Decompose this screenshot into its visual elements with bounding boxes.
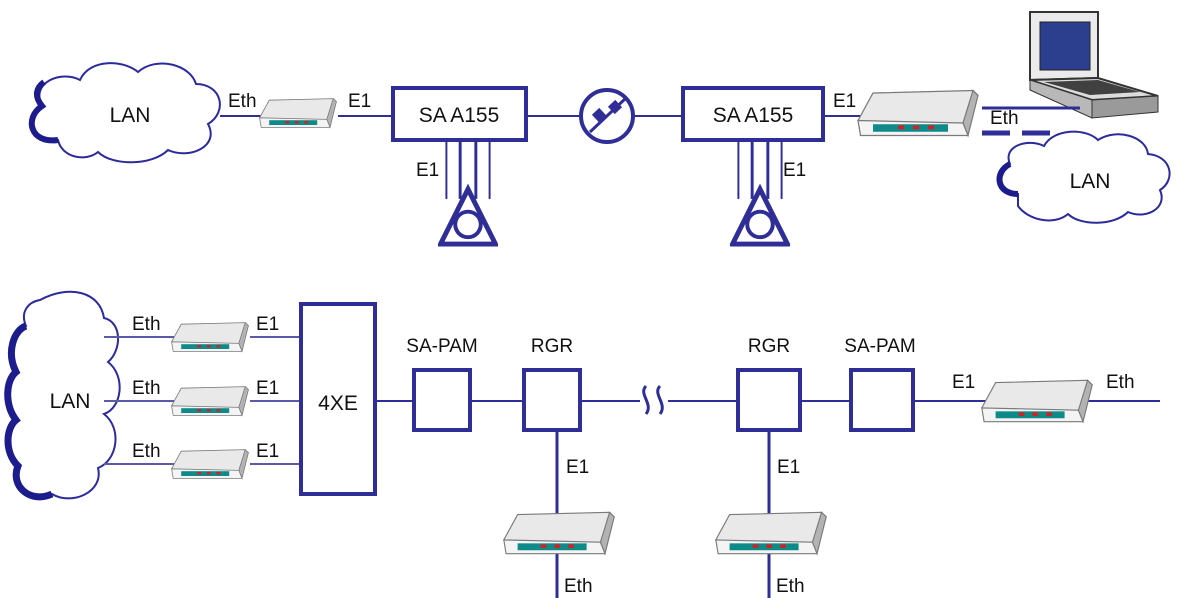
branch: Eth E1 <box>104 314 301 352</box>
sapam-label: SA-PAM <box>406 336 477 357</box>
mux-box-left <box>391 86 528 142</box>
lan-label: LAN <box>50 390 91 413</box>
eth-label: Eth <box>132 441 161 462</box>
eth-label: Eth <box>564 576 593 597</box>
rgr-box-right <box>736 368 802 432</box>
mux-label: SA A155 <box>713 104 794 127</box>
eth-label: Eth <box>990 108 1019 129</box>
mux-4xe-box <box>299 302 377 496</box>
ethernet-e1-converter-icon <box>503 511 615 555</box>
eth-label: Eth <box>132 314 161 335</box>
ethernet-e1-converter-icon <box>857 89 979 137</box>
e1-tributary-triangle-icon <box>733 140 788 244</box>
sapam-label: SA-PAM <box>844 336 915 357</box>
e1-label: E1 <box>952 372 975 393</box>
e1-label: E1 <box>566 457 589 478</box>
eth-label: Eth <box>228 91 257 112</box>
eth-label: Eth <box>132 378 161 399</box>
branch: Eth E1 <box>104 441 301 479</box>
e1-label: E1 <box>256 441 279 462</box>
eth-label: Eth <box>1106 372 1135 393</box>
mux-label: SA A155 <box>419 104 500 127</box>
e1-label: E1 <box>256 314 279 335</box>
e1-label: E1 <box>348 91 371 112</box>
satellite-icon <box>579 88 635 144</box>
mux-label: 4XE <box>318 392 358 415</box>
e1-tributary-triangle-icon <box>441 140 496 244</box>
e1-label: E1 <box>416 160 439 181</box>
mux-box-right <box>681 86 825 142</box>
ethernet-e1-converter-icon <box>171 449 249 479</box>
e1-label: E1 <box>256 378 279 399</box>
lan-cloud-left: LAN <box>28 62 221 164</box>
lan-label: LAN <box>110 104 151 127</box>
sapam-box-left <box>412 368 472 432</box>
rgr-label: RGR <box>531 336 573 357</box>
lan-cloud-bottom: LAN <box>4 290 121 501</box>
ethernet-e1-converter-icon <box>171 386 249 416</box>
e1-label: E1 <box>777 457 800 478</box>
lan-label: LAN <box>1070 170 1111 193</box>
branch: Eth E1 <box>104 378 301 416</box>
sapam-box-right <box>849 368 915 432</box>
ethernet-e1-converter-icon <box>715 511 827 555</box>
rgr-label: RGR <box>748 336 790 357</box>
line-break-icon <box>642 384 664 415</box>
rgr-box-left <box>522 368 582 432</box>
laptop-icon <box>1029 11 1159 119</box>
ethernet-e1-converter-icon <box>981 379 1093 423</box>
lan-cloud-right: LAN <box>996 130 1171 224</box>
ethernet-e1-converter-icon <box>171 322 249 352</box>
e1-label: E1 <box>783 160 806 181</box>
ethernet-e1-converter-icon <box>259 98 337 128</box>
eth-label: Eth <box>776 576 805 597</box>
e1-label: E1 <box>833 91 856 112</box>
